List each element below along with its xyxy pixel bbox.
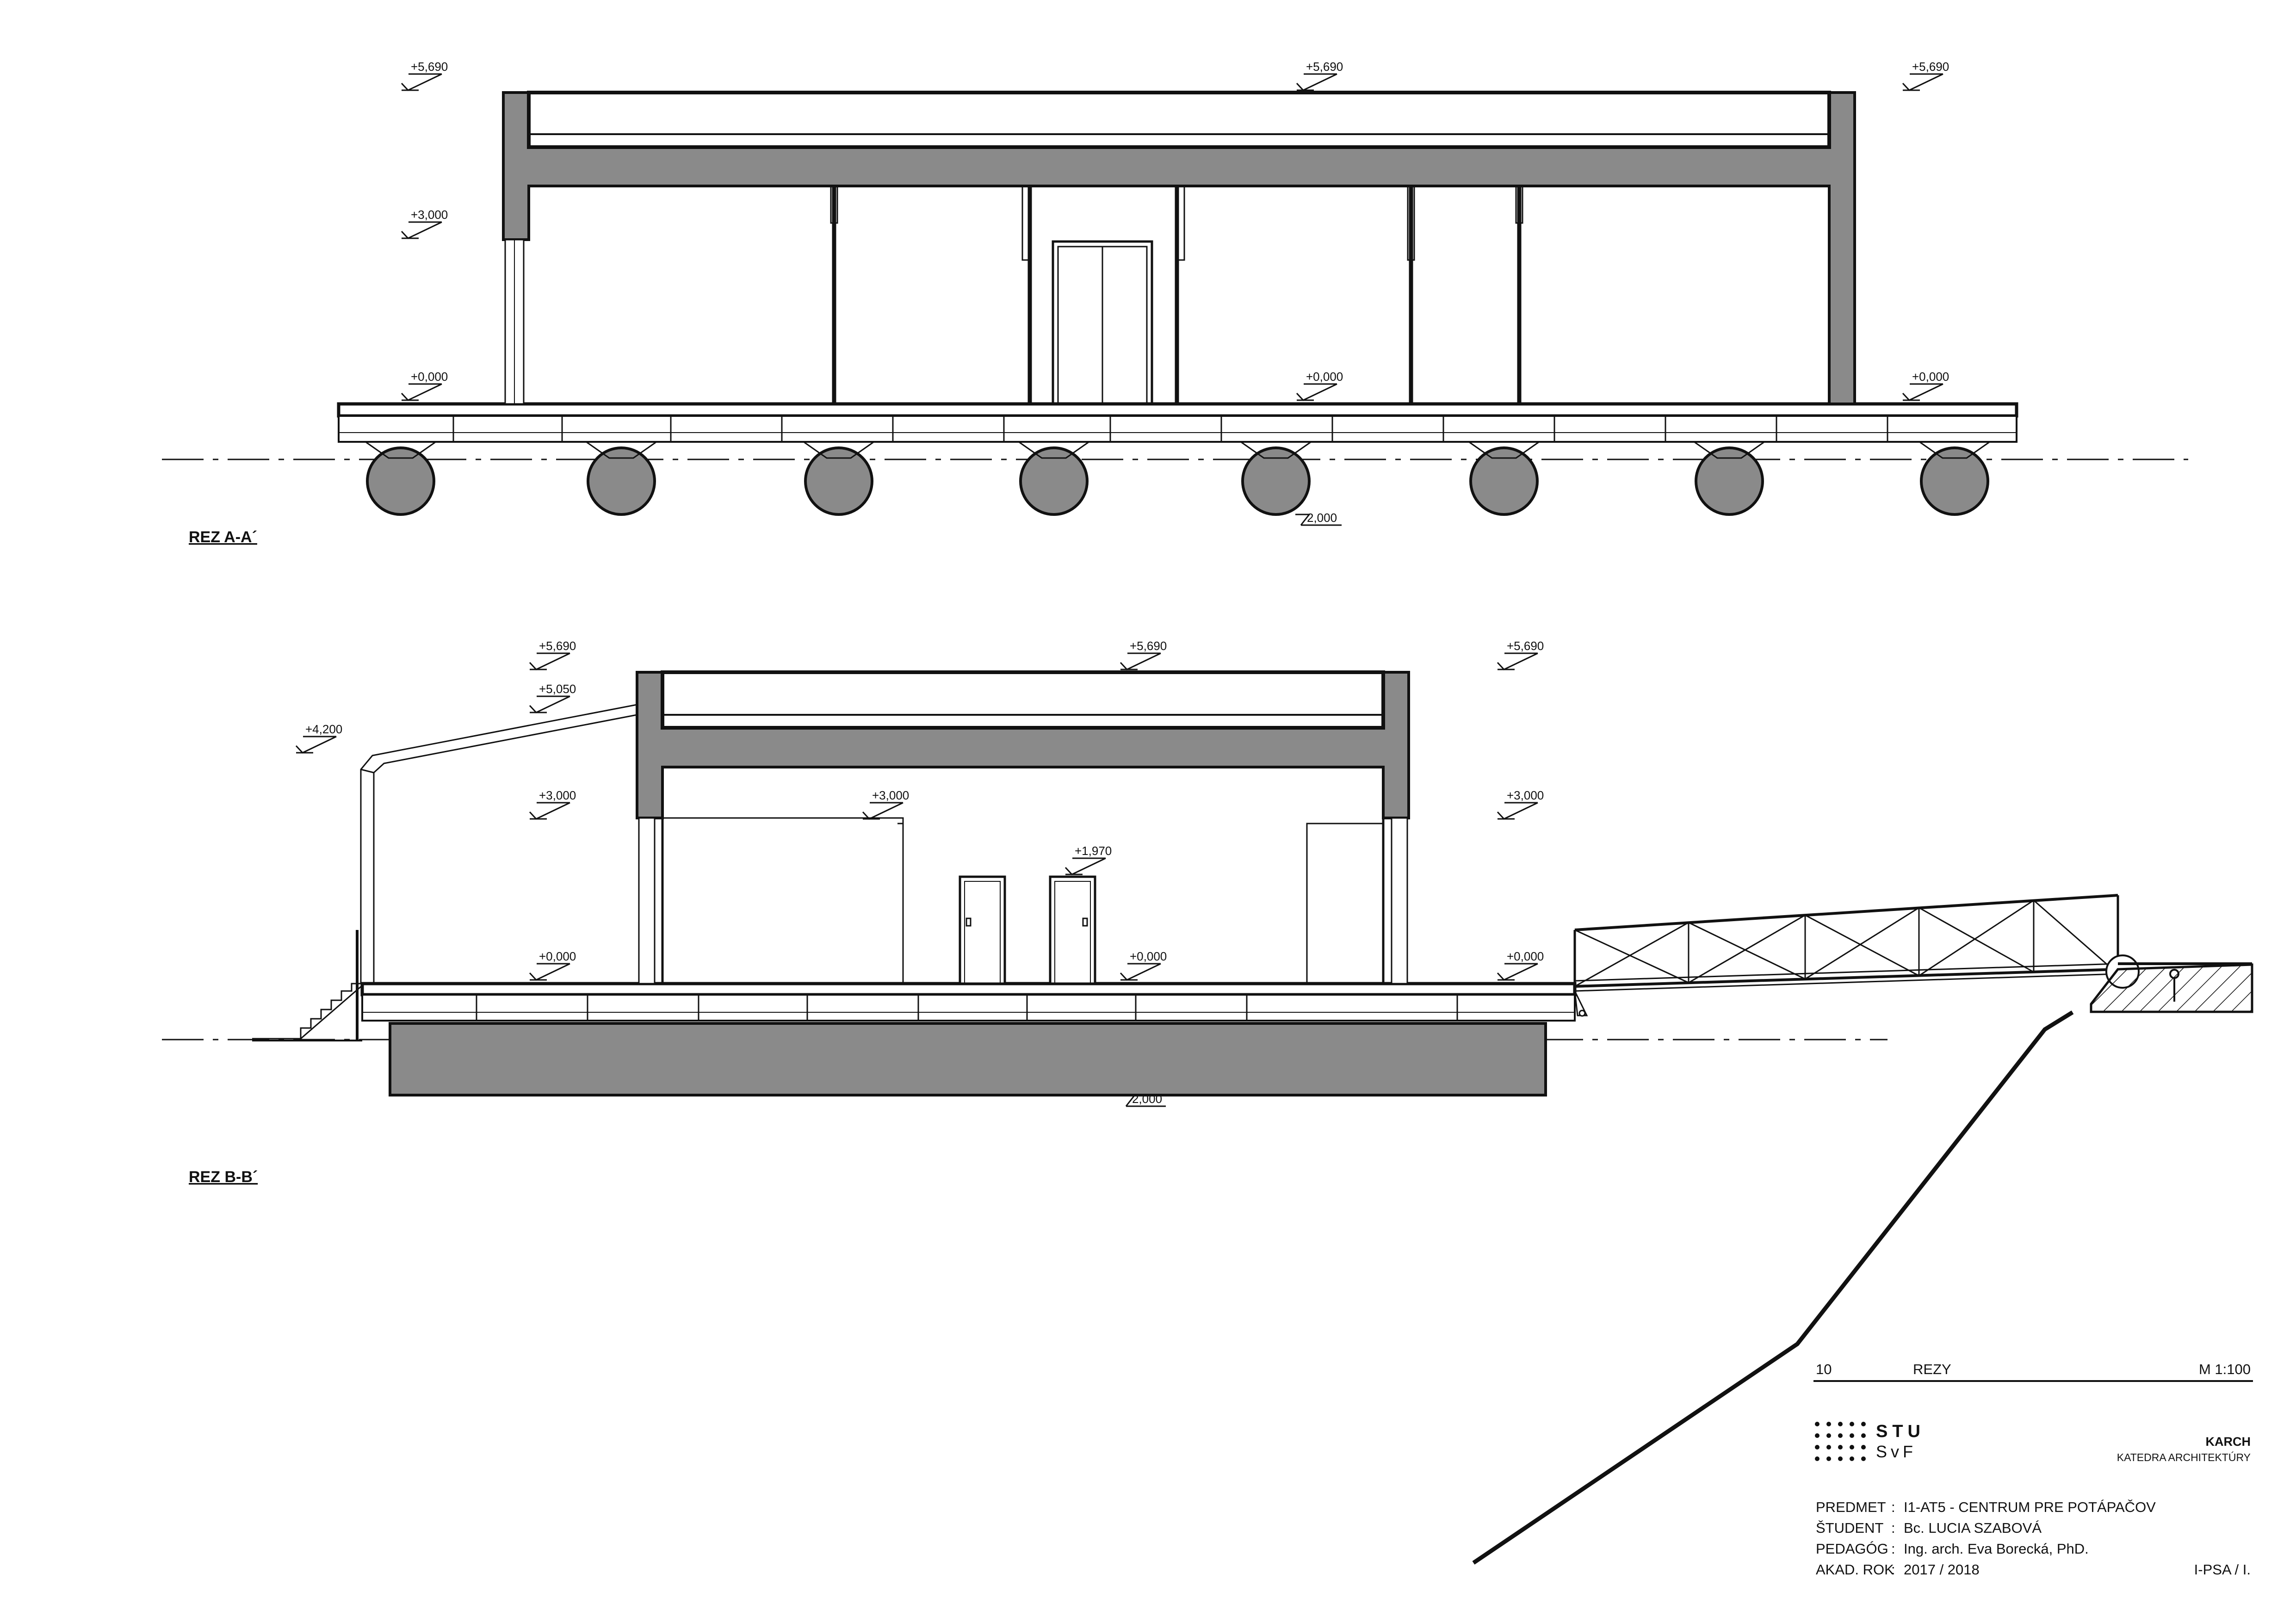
level-label: +0,000 — [1306, 370, 1343, 384]
pontoon-hull-b — [389, 1022, 1547, 1096]
level-label: +5,690 — [1912, 60, 1949, 74]
door-a — [1052, 240, 1153, 405]
deck-b — [360, 982, 1577, 1022]
level-marker — [401, 73, 442, 91]
deck-a — [337, 402, 2018, 443]
logo-text-svf: SvF — [1876, 1442, 1917, 1461]
row-value: Bc. LUCIA SZABOVÁ — [1904, 1520, 2042, 1536]
concrete-frame-b — [636, 670, 1410, 985]
section-b-title: REZ B-B´ — [189, 1168, 258, 1186]
section-a-title: REZ A-A´ — [189, 528, 257, 546]
level-label: +0,000 — [1507, 949, 1544, 963]
department-name: KATEDRA ARCHITEKTÚRY — [2117, 1451, 2251, 1463]
level-label: +1,970 — [1075, 844, 1112, 858]
canopy-b — [360, 704, 637, 984]
level-label: +4,200 — [305, 722, 342, 736]
svg-text::: : — [1891, 1561, 1895, 1578]
department-code: KARCH — [2206, 1435, 2251, 1449]
level-label: +5,690 — [539, 639, 576, 653]
logo-text-stu: STU — [1876, 1422, 1925, 1441]
row-label: PEDAGÓG — [1816, 1541, 1888, 1557]
level-label: 2,000 — [1132, 1092, 1162, 1106]
column-ends-a — [830, 185, 1523, 261]
row-label: AKAD. ROK — [1816, 1561, 1894, 1578]
shore-bank-line — [1472, 1010, 2074, 1565]
level-label: +3,000 — [1507, 788, 1544, 802]
section-b: +5,690 +5,050 +5,690 +5,690 +4,200 +3,00… — [162, 639, 2253, 1565]
concrete-frame-a — [502, 91, 1856, 405]
level-label: +3,000 — [411, 208, 448, 222]
section-a: +5,690 +5,690 +5,690 +3,000 +0,000 +0,00… — [162, 60, 2188, 546]
level-label: +0,000 — [539, 949, 576, 963]
level-label: +3,000 — [539, 788, 576, 802]
row-value: I1-AT5 - CENTRUM PRE POTÁPAČOV — [1904, 1499, 2156, 1515]
title-block: 10 REZY M 1:100 STU SvF KARCH KATEDRA AR… — [1813, 1361, 2253, 1578]
row-label: ŠTUDENT — [1816, 1520, 1883, 1536]
level-label: +0,000 — [1130, 949, 1167, 963]
level-label: +0,000 — [411, 370, 448, 384]
level-label: +5,690 — [1507, 639, 1544, 653]
level-label: +5,690 — [1130, 639, 1167, 653]
level-label: +3,000 — [872, 788, 909, 802]
level-label: +0,000 — [1912, 370, 1949, 384]
stu-logo-icon — [1815, 1422, 1866, 1461]
gangway-truss-b — [1573, 894, 2179, 1017]
shore-abutment-b — [2090, 962, 2253, 1013]
row-value: Ing. arch. Eva Borecká, PhD. — [1904, 1541, 2089, 1557]
level-label: 2,000 — [1307, 511, 1337, 525]
level-label: +5,050 — [539, 682, 576, 696]
entrance-stairs-b — [252, 930, 363, 1041]
doors-b — [959, 875, 1096, 985]
sheet-name: REZY — [1913, 1361, 1951, 1377]
drawing-code: I-PSA / I. — [2194, 1561, 2251, 1578]
level-markers-a: +5,690 +5,690 +5,690 +3,000 +0,000 +0,00… — [401, 60, 1949, 526]
interior-walls-a — [832, 186, 1522, 404]
row-label: PREDMET — [1816, 1499, 1886, 1515]
svg-text::: : — [1891, 1541, 1895, 1557]
svg-text::: : — [1891, 1520, 1895, 1536]
level-markers-b: +5,690 +5,050 +5,690 +5,690 +4,200 +3,00… — [295, 639, 1544, 1107]
level-label: +5,690 — [1306, 60, 1343, 74]
drawing-scale: M 1:100 — [2199, 1361, 2251, 1377]
level-label: +5,690 — [411, 60, 448, 74]
sheet-number: 10 — [1816, 1361, 1832, 1377]
interior-walls-b — [662, 817, 1383, 984]
row-value: 2017 / 2018 — [1904, 1561, 1980, 1578]
svg-text::: : — [1891, 1499, 1895, 1515]
pontoon-floats-a — [366, 446, 1989, 516]
float-brackets-a — [365, 441, 1990, 459]
